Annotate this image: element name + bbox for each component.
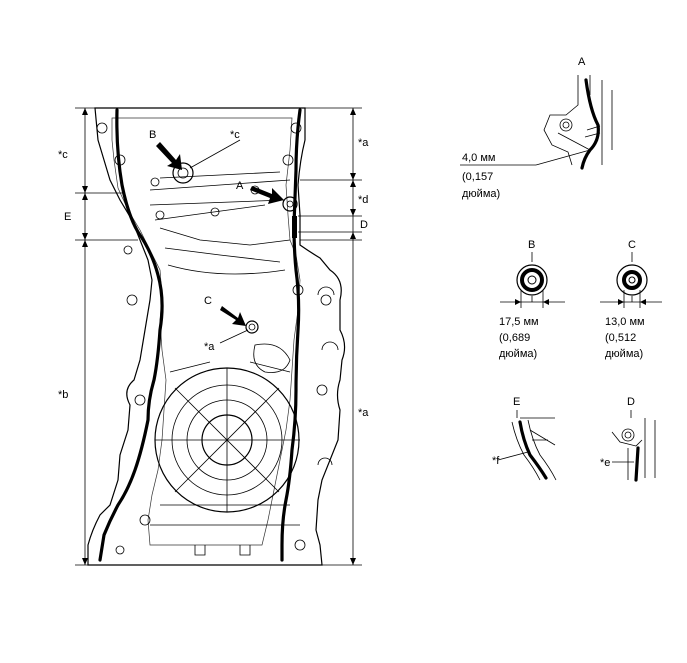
detail-b-title: B (528, 239, 535, 251)
arrow-a-label: A (236, 180, 244, 192)
detail-c: C (600, 239, 662, 308)
detail-a: A (460, 56, 613, 170)
arrow-c-label: C (204, 295, 212, 307)
right-dimensions (298, 107, 362, 566)
leader-c-star (189, 139, 241, 169)
label-left-e: E (64, 211, 71, 223)
leader-a-star (219, 329, 249, 344)
timing-cover-outline (87, 107, 346, 566)
detail-b-dim-line2: (0,689 (499, 332, 530, 344)
detail-d-callout: *e (600, 457, 610, 469)
detail-b-dim-line3: дюйма) (499, 348, 537, 360)
arrow-b (156, 142, 182, 170)
left-dimensions (75, 107, 138, 566)
detail-c-dim-line3: дюйма) (605, 348, 643, 360)
arrow-c (220, 306, 246, 326)
detail-a-dim-line3: дюйма) (462, 188, 500, 200)
detail-a-title: A (578, 56, 586, 68)
arrow-c-star-label: *c (230, 129, 240, 141)
detail-c-title: C (628, 239, 636, 251)
detail-e-callout: *f (492, 455, 500, 467)
detail-d: D (611, 396, 656, 482)
detail-a-dim-line2: (0,157 (462, 171, 493, 183)
sealant-bead (98, 108, 302, 562)
detail-b-dim-line1: 17,5 мм (499, 316, 539, 328)
label-left-c: *c (58, 149, 68, 161)
label-right-a-top: *a (358, 137, 369, 149)
detail-e: E (497, 396, 557, 481)
label-right-d: D (360, 219, 368, 231)
detail-e-title: E (513, 396, 520, 408)
label-right-d-star: *d (358, 194, 368, 206)
detail-b: B (500, 239, 565, 308)
detail-c-dim-line2: (0,512 (605, 332, 636, 344)
arrow-a (250, 186, 284, 204)
arrow-b-label: B (149, 129, 156, 141)
label-left-b: *b (58, 389, 68, 401)
detail-d-title: D (627, 396, 635, 408)
arrow-a-star-label: *a (204, 341, 215, 353)
detail-a-dim-line1: 4,0 мм (462, 152, 495, 164)
label-right-a-bottom: *a (358, 407, 369, 419)
detail-c-dim-line1: 13,0 мм (605, 316, 645, 328)
